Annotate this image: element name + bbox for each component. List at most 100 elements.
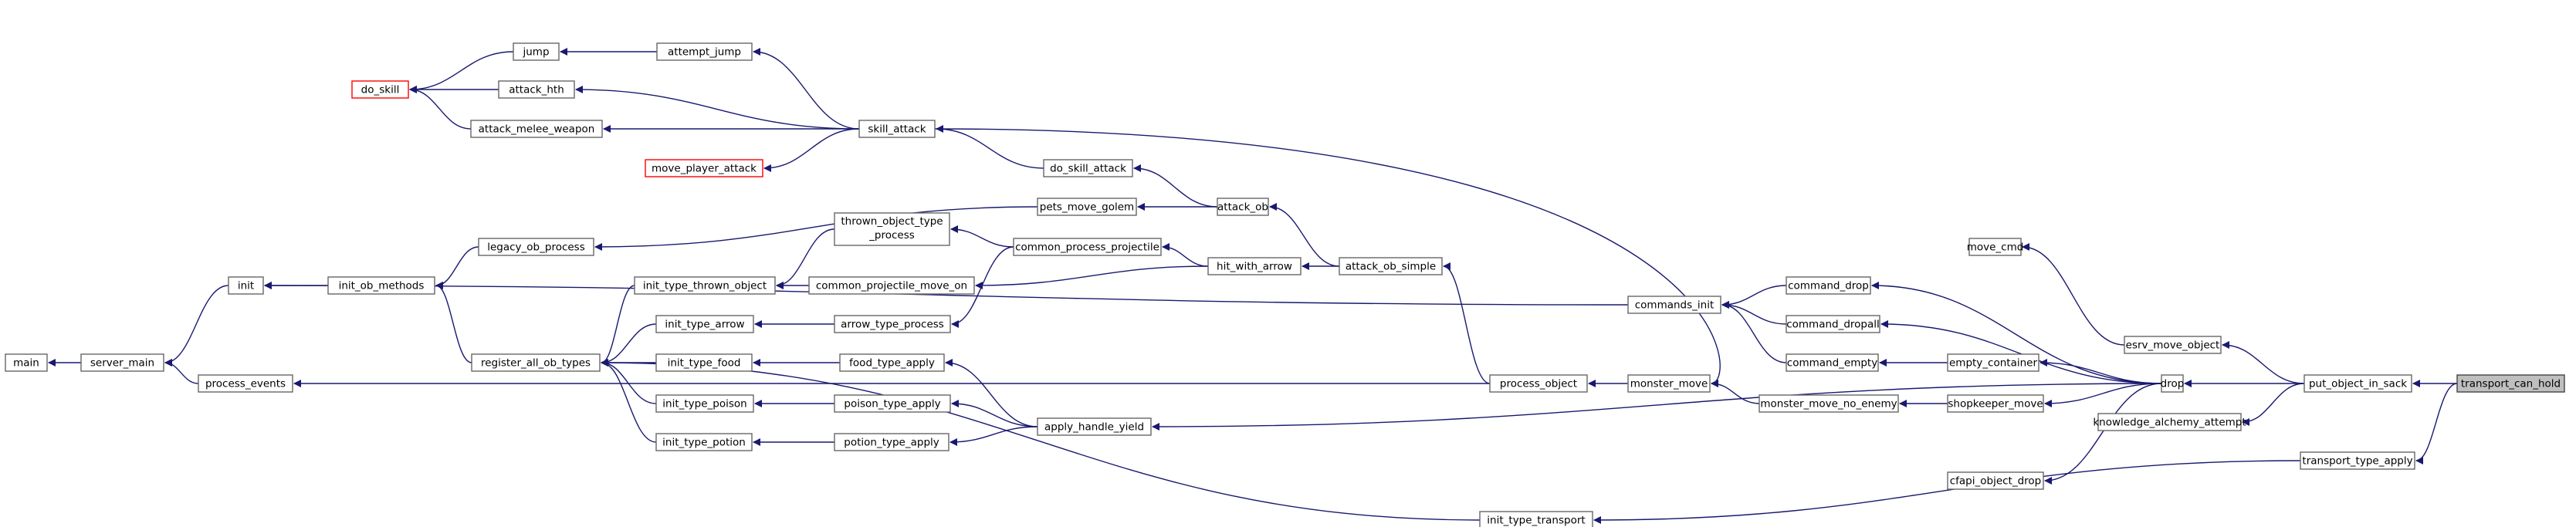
edge-shopkeeper-move-to-drop (2044, 383, 2162, 407)
node-drop[interactable]: drop (2161, 374, 2185, 393)
node-legacy-ob-process[interactable]: legacy_ob_process (478, 238, 594, 256)
node-cfapi-object-drop[interactable]: cfapi_object_drop (1947, 471, 2044, 490)
node-box (655, 433, 753, 451)
node-knowledge-alchemy-attempt[interactable]: knowledge_alchemy_attempt (2093, 413, 2246, 431)
node-shopkeeper-move[interactable]: shopkeeper_move (1947, 394, 2044, 413)
node-box (858, 120, 936, 138)
node-process-events[interactable]: process_events (198, 374, 293, 393)
edge-init-ob-methods-to-legacy-ob-process (435, 246, 479, 289)
edge-food-type-apply-to-apply-handle-yield (945, 359, 1038, 427)
node-box (1489, 374, 1588, 393)
node-init-type-potion[interactable]: init_type_potion (655, 433, 753, 451)
node-label: register_all_ob_types (481, 357, 591, 370)
node-label: move_player_attack (652, 163, 757, 175)
node-attack-ob-simple[interactable]: attack_ob_simple (1339, 257, 1443, 275)
edge-line (435, 246, 479, 289)
node-box (645, 159, 763, 177)
node-transport-can-hold[interactable]: transport_can_hold (2456, 374, 2565, 393)
node-skill-attack[interactable]: skill_attack (858, 120, 936, 138)
node-box (1947, 394, 2044, 413)
node-food-type-apply[interactable]: food_type_apply (839, 353, 945, 372)
node-hit-with-arrow[interactable]: hit_with_arrow (1207, 257, 1302, 275)
node-label: cfapi_object_drop (1950, 475, 2042, 488)
node-init-type-poison[interactable]: init_type_poison (655, 394, 754, 413)
node-command-empty[interactable]: command_empty (1786, 353, 1879, 372)
node-put-object-in-sack[interactable]: put_object_in_sack (2304, 374, 2412, 393)
node-init-type-thrown-object[interactable]: init_type_thrown_object (634, 276, 776, 295)
node-box (1627, 296, 1721, 314)
edge-line (776, 228, 835, 289)
node-label: command_dropall (1786, 319, 1880, 331)
edge-potion-type-apply-to-apply-handle-yield (949, 426, 1038, 446)
node-common-process-projectile[interactable]: common_process_projectile (1013, 238, 1162, 256)
node-label: process_object (1500, 378, 1577, 390)
node-box (478, 238, 594, 256)
node-box (655, 315, 754, 333)
node-potion-type-apply[interactable]: potion_type_apply (834, 433, 949, 451)
node-label: server_main (90, 357, 154, 370)
node-attack-hth[interactable]: attack_hth (498, 80, 575, 99)
edge-line (1593, 460, 2301, 524)
node-command-dropall[interactable]: command_dropall (1786, 315, 1880, 333)
edge-commands-init-to-command-dropall (1721, 301, 1787, 325)
node-main[interactable]: main (5, 353, 48, 372)
edge-poison-type-apply-to-apply-handle-yield (951, 400, 1038, 427)
node-init-type-transport[interactable]: init_type_transport (1479, 511, 1593, 527)
node-attack-melee-weapon[interactable]: attack_melee_weapon (470, 120, 603, 138)
edge-do-skill-to-attack-melee-weapon (409, 86, 472, 130)
edge-line (936, 125, 1044, 169)
node-monster-move-no-enemy[interactable]: monster_move_no_enemy (1759, 394, 1899, 413)
node-do-skill-attack[interactable]: do_skill_attack (1043, 159, 1133, 177)
edge-line (2242, 383, 2305, 426)
node-label: common_projectile_move_on (816, 280, 967, 292)
node-box (228, 276, 264, 295)
node-init[interactable]: init (228, 276, 264, 295)
edge-line (1152, 383, 2162, 431)
function-nodes: transport_can_hold put_object_in_sacktran… (5, 42, 2565, 527)
node-label: thrown_object_type_process (841, 215, 943, 242)
node-init-ob-methods[interactable]: init_ob_methods (327, 276, 435, 295)
node-register-all-ob-types[interactable]: register_all_ob_types (471, 353, 601, 372)
node-label: main (13, 357, 39, 370)
node-move-player-attack[interactable]: move_player_attack (645, 159, 763, 177)
edge-common-process-projectile-to-hit-with-arrow (1162, 243, 1209, 267)
edge-line (1269, 203, 1340, 267)
node-label: attack_melee_weapon (479, 123, 595, 136)
node-init-type-arrow[interactable]: init_type_arrow (655, 315, 754, 333)
edge-server-main-to-process-events (164, 359, 199, 384)
node-label: init (238, 280, 254, 292)
node-arrow-type-process[interactable]: arrow_type_process (834, 315, 951, 333)
node-process-object[interactable]: process_object (1489, 374, 1588, 393)
node-box (834, 394, 951, 413)
node-init-type-food[interactable]: init_type_food (655, 353, 753, 372)
node-monster-move[interactable]: monster_move (1627, 374, 1711, 393)
node-box (1786, 276, 1871, 295)
node-apply-handle-yield[interactable]: apply_handle_yield (1037, 417, 1152, 436)
node-attempt-jump[interactable]: attempt_jump (656, 42, 753, 61)
node-box (471, 353, 601, 372)
node-esrv-move-object[interactable]: esrv_move_object (2124, 336, 2222, 354)
node-box (1207, 257, 1302, 275)
node-poison-type-apply[interactable]: poison_type_apply (834, 394, 951, 413)
edge-line (2044, 383, 2162, 407)
node-move-cmd[interactable]: move_cmd (1967, 238, 2024, 256)
node-box (1968, 238, 2022, 256)
node-command-drop[interactable]: command_drop (1786, 276, 1871, 295)
node-box (327, 276, 435, 295)
node-box (1627, 374, 1711, 393)
node-common-projectile-move-on[interactable]: common_projectile_move_on (808, 276, 975, 295)
node-label: knowledge_alchemy_attempt (2093, 417, 2246, 429)
node-commands-init[interactable]: commands_init (1627, 296, 1721, 314)
node-box (1037, 417, 1152, 436)
node-jump[interactable]: jump (513, 42, 560, 61)
node-attack-ob[interactable]: attack_ob (1217, 198, 1269, 216)
node-box (1947, 471, 2044, 490)
node-transport-type-apply[interactable]: transport_type_apply (2300, 451, 2415, 470)
node-server-main[interactable]: server_main (80, 353, 164, 372)
node-empty-container[interactable]: empty_container (1947, 353, 2039, 372)
node-do-skill[interactable]: do_skill (351, 80, 409, 99)
node-pets-move-golem[interactable]: pets_move_golem (1037, 198, 1137, 216)
node-thrown-object-type-process[interactable]: thrown_object_type_process (834, 212, 950, 246)
edge-line (1721, 285, 1787, 309)
node-label: command_drop (1788, 280, 1869, 292)
